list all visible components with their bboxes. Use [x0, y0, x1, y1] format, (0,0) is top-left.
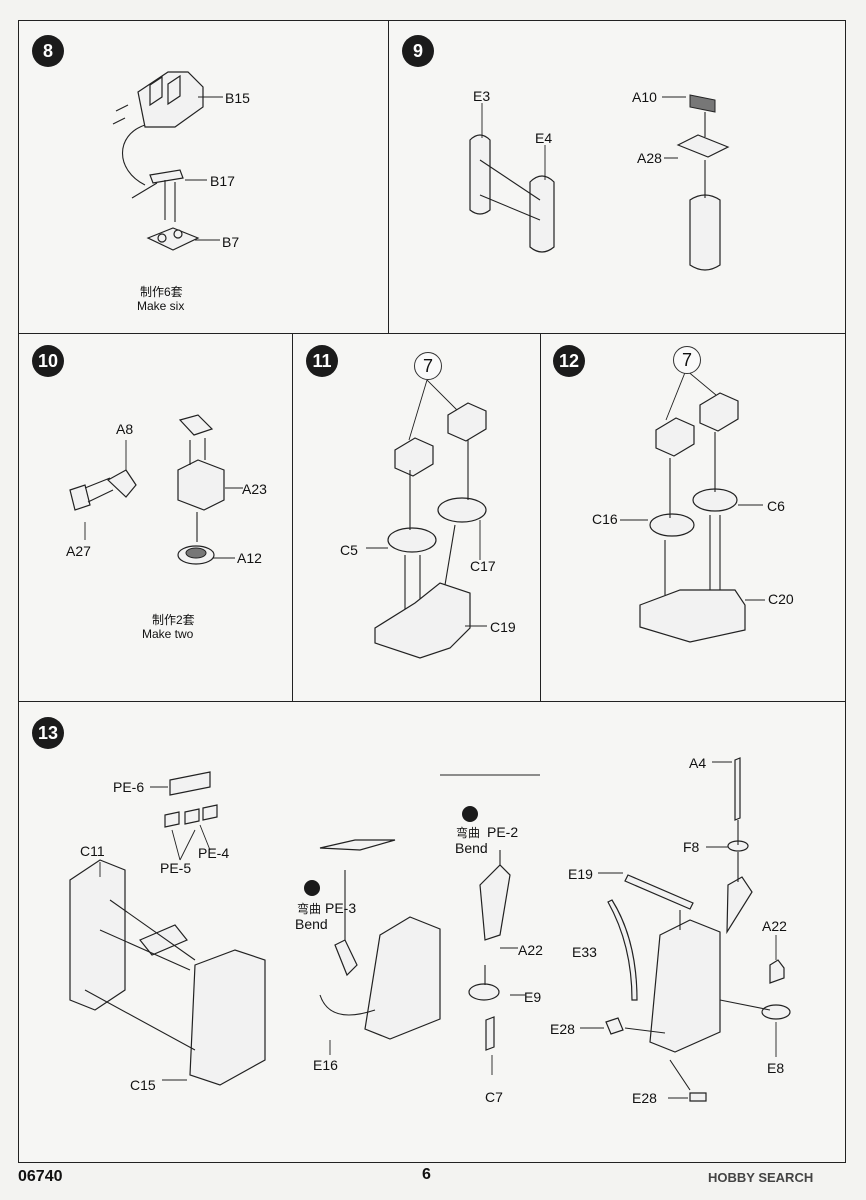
label-A22: A22	[518, 942, 543, 958]
label-F8: F8	[683, 839, 700, 855]
step13-bend-en-1: Bend	[455, 840, 488, 856]
label-A22-right: A22	[762, 918, 787, 934]
step13-bend-cn-2: 弯曲	[297, 902, 322, 916]
step-number-12: 12	[553, 345, 585, 377]
label-C20: C20	[768, 591, 794, 607]
step11-ref-circle: 7	[414, 352, 442, 380]
label-E19: E19	[568, 866, 593, 882]
label-A4: A4	[689, 755, 707, 771]
label-B17: B17	[210, 173, 235, 189]
label-E28-bottom: E28	[632, 1090, 657, 1106]
step12-parts	[620, 369, 765, 643]
label-C16: C16	[592, 511, 618, 527]
step9-parts	[469, 94, 730, 271]
step11-parts	[366, 379, 487, 659]
step8-note-cn: 制作6套	[140, 285, 183, 299]
step13-bend-en-2: Bend	[295, 916, 328, 932]
label-PE-4: PE-4	[198, 845, 230, 861]
label-A12: A12	[237, 550, 262, 566]
label-A27: A27	[66, 543, 91, 559]
label-C5: C5	[340, 542, 358, 558]
label-A10: A10	[632, 89, 657, 105]
label-A8: A8	[116, 421, 134, 437]
label-A23: A23	[242, 481, 267, 497]
step-number-10: 10	[32, 345, 64, 377]
label-E8: E8	[767, 1060, 785, 1076]
step-9-panel	[388, 20, 846, 335]
bend-icon	[304, 880, 320, 896]
step10-parts	[69, 414, 243, 565]
label-C17: C17	[470, 558, 496, 574]
step-8-panel	[18, 20, 390, 335]
label-PE-3: PE-3	[325, 900, 357, 916]
label-C11: C11	[80, 843, 105, 859]
label-A28: A28	[637, 150, 662, 166]
step8-turret	[112, 71, 223, 251]
label-E3: E3	[473, 88, 491, 104]
step13-parts	[69, 757, 791, 1102]
step13-bend-cn-1: 弯曲	[456, 826, 481, 840]
label-B15: B15	[225, 90, 250, 106]
step-number-9: 9	[402, 35, 434, 67]
step-number-8: 8	[32, 35, 64, 67]
label-E9: E9	[524, 989, 542, 1005]
step-number-13: 13	[32, 717, 64, 749]
label-C19: C19	[490, 619, 516, 635]
page-number: 6	[422, 1166, 431, 1183]
label-PE-2: PE-2	[487, 824, 519, 840]
product-code: 06740	[18, 1168, 63, 1185]
step10-note-en: Make two	[142, 627, 194, 641]
label-E16: E16	[313, 1057, 338, 1073]
step12-ref-circle: 7	[673, 346, 701, 374]
label-PE-6: PE-6	[113, 779, 145, 795]
label-PE-5: PE-5	[160, 860, 192, 876]
step10-note-cn: 制作2套	[152, 613, 195, 627]
label-E33: E33	[572, 944, 597, 960]
label-B7: B7	[222, 234, 240, 250]
label-C7: C7	[485, 1089, 503, 1105]
label-E28: E28	[550, 1021, 575, 1037]
bend-icon	[462, 806, 478, 822]
label-C6: C6	[767, 498, 785, 514]
step-number-11: 11	[306, 345, 338, 377]
label-E4: E4	[535, 130, 553, 146]
label-C15: C15	[130, 1077, 156, 1093]
step8-note-en: Make six	[137, 299, 185, 313]
watermark: HOBBY SEARCH	[708, 1170, 814, 1185]
